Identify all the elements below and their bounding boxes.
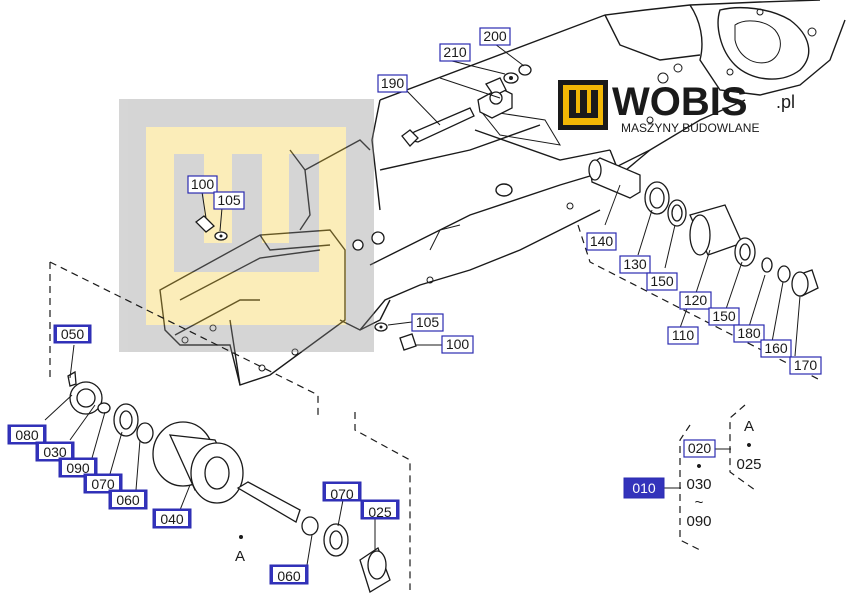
part-label-120: 120	[679, 291, 712, 310]
svg-text:105: 105	[217, 192, 241, 208]
svg-text:170: 170	[794, 357, 818, 373]
part-label-010: 010	[623, 477, 665, 499]
part-label-190: 190	[377, 74, 408, 93]
part-label-050: 050	[53, 324, 92, 344]
part-label-130: 130	[619, 255, 651, 274]
ref-a-right: A	[744, 418, 754, 435]
bullet-left: •	[696, 458, 701, 475]
part-label-105-upper: 105	[213, 191, 245, 210]
part-label-070-right: 070	[322, 481, 362, 502]
part-label-200: 200	[479, 27, 511, 46]
ref-a-bottom: A	[235, 548, 245, 565]
svg-text:110: 110	[672, 327, 695, 343]
svg-text:210: 210	[443, 44, 467, 60]
part-label-160: 160	[760, 339, 792, 358]
item-090-text: 090	[686, 513, 711, 530]
svg-text:090: 090	[66, 460, 90, 476]
part-label-020: 020	[683, 439, 716, 458]
svg-text:025: 025	[368, 504, 392, 520]
svg-text:105: 105	[416, 314, 440, 330]
part-label-170: 170	[789, 356, 822, 375]
svg-text:060: 060	[277, 568, 301, 584]
svg-text:140: 140	[590, 233, 614, 249]
svg-text:080: 080	[15, 427, 39, 443]
idler-shaft-assembly	[577, 157, 821, 381]
svg-text:020: 020	[688, 440, 712, 456]
part-label-105-lower: 105	[411, 313, 444, 332]
part-label-030: 030	[35, 441, 75, 462]
bolt-set-upper	[195, 191, 228, 241]
part-label-100-lower: 100	[441, 335, 474, 354]
brand-tagline: MASZYNY BUDOWLANE	[621, 121, 759, 135]
top-bracket-assembly	[401, 43, 532, 147]
part-label-150-b: 150	[708, 307, 740, 326]
watermark-logo	[119, 99, 374, 352]
item-025-text: 025	[736, 456, 761, 473]
svg-text:070: 070	[330, 486, 354, 502]
part-label-090: 090	[58, 457, 98, 478]
reference-bracket	[664, 404, 756, 551]
svg-text:040: 040	[160, 511, 184, 527]
svg-text:200: 200	[483, 28, 507, 44]
part-label-180: 180	[733, 324, 765, 343]
part-label-140: 140	[586, 232, 617, 251]
part-label-150-a: 150	[646, 272, 678, 291]
part-label-040: 040	[152, 508, 192, 529]
bullet-right: •	[746, 437, 751, 454]
track-roller-assembly	[44, 261, 411, 593]
svg-text:070: 070	[91, 476, 115, 492]
svg-text:100: 100	[191, 176, 215, 192]
svg-text:160: 160	[764, 340, 788, 356]
brand-name: WOBIS	[612, 80, 748, 124]
svg-text:150: 150	[712, 308, 736, 324]
svg-text:060: 060	[116, 492, 140, 508]
part-label-210: 210	[439, 43, 471, 62]
brand-logo: WOBIS .pl MASZYNY BUDOWLANE	[558, 80, 795, 135]
svg-text:130: 130	[623, 256, 647, 272]
svg-text:190: 190	[381, 75, 405, 91]
part-label-025: 025	[360, 499, 400, 520]
svg-text:030: 030	[43, 444, 67, 460]
part-label-110: 110	[667, 326, 699, 345]
svg-text:010: 010	[632, 480, 656, 496]
part-label-080: 080	[7, 424, 47, 445]
front-bracket	[159, 139, 391, 386]
item-030-text: 030	[686, 476, 711, 493]
bolt-set-lower	[352, 231, 442, 351]
svg-text:180: 180	[737, 325, 761, 341]
svg-text:150: 150	[650, 273, 674, 289]
svg-text:100: 100	[446, 336, 470, 352]
brand-suffix: .pl	[776, 92, 795, 112]
part-label-070-left: 070	[83, 473, 123, 494]
part-label-060-left: 060	[108, 489, 148, 510]
part-label-060-right: 060	[269, 564, 309, 585]
svg-text:120: 120	[684, 292, 708, 308]
part-label-100-upper: 100	[187, 175, 218, 194]
frame-outline	[359, 0, 846, 331]
tilde-text: ~	[695, 494, 704, 511]
svg-text:050: 050	[61, 326, 85, 342]
